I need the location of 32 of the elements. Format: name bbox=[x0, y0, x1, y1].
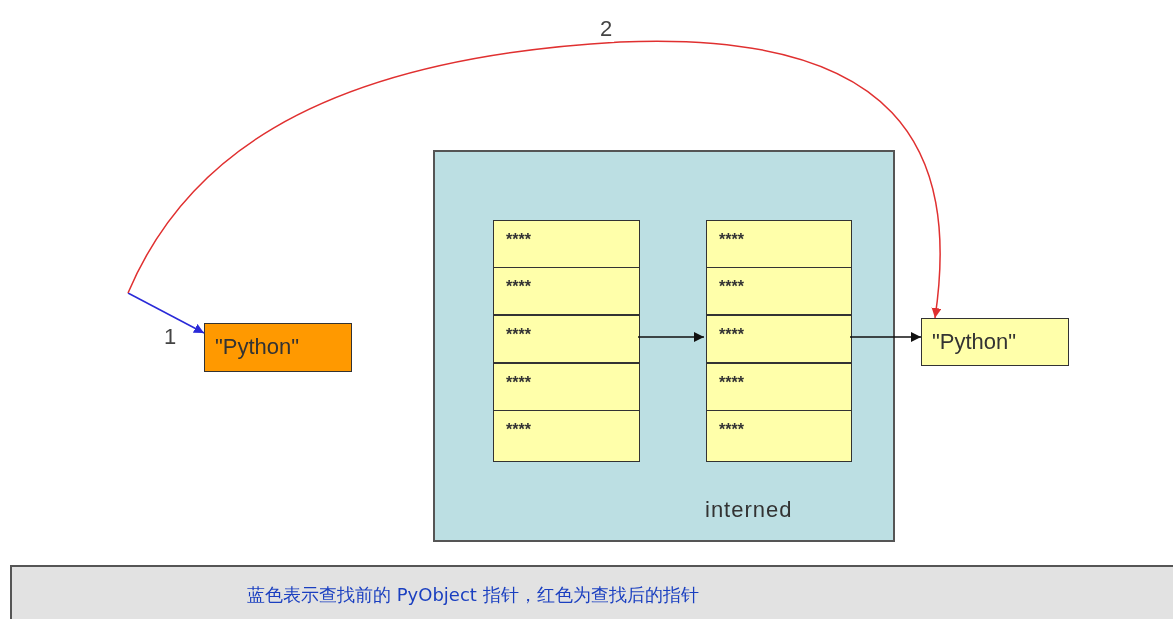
string-object-box bbox=[921, 318, 1069, 366]
arrow bbox=[637, 332, 705, 342]
table-cell bbox=[706, 315, 852, 363]
table-cell bbox=[493, 363, 640, 411]
table-cell bbox=[706, 410, 852, 462]
table-cell bbox=[493, 267, 640, 315]
table-cell bbox=[493, 220, 640, 268]
arrow bbox=[849, 332, 922, 342]
table-cell bbox=[706, 267, 852, 315]
string-value: "Python" bbox=[215, 334, 300, 360]
masked-entry: **** bbox=[506, 231, 531, 249]
masked-entry: **** bbox=[506, 421, 531, 439]
hash-table-panel bbox=[433, 150, 895, 542]
arrow bbox=[127, 292, 205, 334]
masked-entry: **** bbox=[719, 231, 744, 249]
masked-entry: **** bbox=[506, 374, 531, 392]
table-label: interned bbox=[705, 497, 793, 523]
table-cell bbox=[493, 410, 640, 462]
table-cell bbox=[493, 315, 640, 363]
masked-entry: **** bbox=[719, 421, 744, 439]
masked-entry: **** bbox=[506, 278, 531, 296]
masked-entry: **** bbox=[719, 326, 744, 344]
table-cell bbox=[706, 363, 852, 411]
masked-entry: **** bbox=[506, 326, 531, 344]
arrow bbox=[127, 40, 942, 319]
masked-entry: **** bbox=[719, 278, 744, 296]
string-object-box bbox=[204, 323, 352, 372]
table-cell bbox=[706, 220, 852, 268]
string-value: "Python" bbox=[932, 329, 1017, 355]
caption-text: 蓝色表示查找前的 PyObject 指针，红色为查找后的指针 bbox=[247, 583, 699, 607]
masked-entry: **** bbox=[719, 374, 744, 392]
caption-box bbox=[10, 565, 1173, 619]
